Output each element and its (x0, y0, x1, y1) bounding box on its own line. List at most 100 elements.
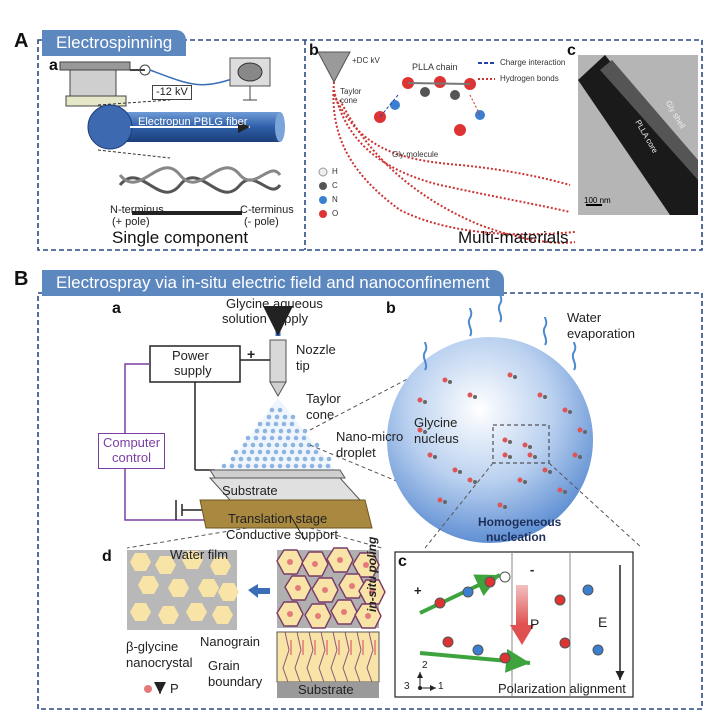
droplet-dot (269, 407, 275, 413)
molecule-atom (527, 452, 533, 458)
grain (130, 603, 151, 621)
droplet-dot (230, 456, 236, 462)
droplet-dot (274, 414, 280, 420)
polarization-box (394, 551, 634, 698)
panel-A-title: Electrospinning (42, 30, 187, 56)
droplet-dot (277, 435, 283, 441)
taylor-label2: cone (306, 407, 335, 422)
P-label: P (530, 616, 540, 632)
polar-atom (559, 637, 571, 649)
molecule-atom (473, 480, 477, 484)
grain (198, 579, 219, 597)
molecule-atom (563, 490, 567, 494)
water-film-label: Water film (170, 547, 229, 562)
droplet-dot (309, 463, 315, 469)
single-component-caption: Single component (112, 228, 249, 247)
polar-atom (442, 636, 454, 648)
c-terminus-label: C-terminus (240, 204, 294, 216)
nanograin-boundary (354, 631, 362, 683)
molecule-atom (533, 455, 537, 459)
molecule-atom (502, 437, 508, 443)
droplet-sphere (387, 337, 593, 543)
subpanel-Bd-letter: d (102, 548, 112, 565)
axis-1-label: 1 (438, 681, 444, 692)
molecule-atom (427, 452, 433, 458)
molecule-inset (374, 76, 485, 136)
n-pole-label: (+ pole) (112, 216, 150, 228)
droplet-dot (261, 463, 267, 469)
power-label1: Power (172, 348, 209, 363)
droplet-dot (266, 414, 272, 420)
droplet-dot (229, 463, 235, 469)
polar-atom (484, 576, 496, 588)
subpanel-Ac-letter: c (567, 42, 576, 59)
droplet-dot (314, 442, 320, 448)
atom-H: H (332, 167, 338, 176)
subpanel-Ab-letter: b (309, 42, 319, 59)
supply-line2: solution supply (222, 311, 308, 326)
water-label1: Water (567, 310, 602, 325)
nozzle-label2: tip (296, 358, 310, 373)
droplet-dot (306, 442, 312, 448)
plus-sign: + (247, 346, 256, 362)
stage-label: Translation stage (228, 511, 328, 526)
droplet-dot (257, 421, 263, 427)
electrospinning-apparatus (59, 57, 271, 107)
atom-O: O (332, 209, 339, 218)
taylor-label1: Taylor (306, 391, 341, 406)
grain (168, 579, 189, 597)
substrate-label-d: Substrate (298, 682, 354, 697)
droplet-dot (302, 456, 308, 462)
droplet-dot (254, 456, 260, 462)
subpanel-Bc-letter: c (398, 553, 407, 570)
molecule-atom (522, 442, 528, 448)
taylor-label: Taylor (340, 87, 362, 96)
nozzle-label1: Nozzle (296, 342, 336, 357)
molecule-atom (537, 392, 543, 398)
gly-molecule-label: Gly molecule (392, 150, 439, 159)
droplet-dot (246, 456, 252, 462)
droplet-dot (273, 449, 279, 455)
grain (186, 603, 207, 621)
nanograin-boundary (306, 631, 314, 683)
helix-molecules (118, 166, 282, 194)
axis-3-label: 3 (404, 681, 410, 692)
atom-C: C (332, 181, 338, 190)
molecule-atom (583, 430, 587, 434)
polar-atom (499, 571, 511, 583)
subpanel-Ba-letter: a (112, 300, 121, 317)
molecule-atom (433, 455, 437, 459)
droplet-dot (270, 428, 276, 434)
droplet-dot (249, 449, 255, 455)
molecule-atom (523, 480, 527, 484)
droplet-dot (286, 456, 292, 462)
nanograin-boundary (282, 631, 290, 683)
droplet-dot (282, 414, 288, 420)
tem-scale-label: 100 nm (584, 196, 611, 205)
n-terminus-label: N-terminus (110, 204, 164, 216)
droplet-dot (261, 435, 267, 441)
droplet-dot (290, 414, 296, 420)
glycine-molecules (417, 372, 587, 509)
droplet-dot (297, 449, 303, 455)
droplet-dot (262, 456, 268, 462)
spray-droplets (221, 407, 332, 469)
substrate-label-a: Substrate (222, 483, 278, 498)
droplet-dot (257, 449, 263, 455)
dc-voltage-label: +DC kV (352, 56, 380, 65)
molecule-atom (578, 455, 582, 459)
polarization-caption: Polarization alignment (498, 681, 626, 696)
molecule-atom (417, 427, 423, 433)
droplet-dot (285, 463, 291, 469)
grain-dipole (295, 585, 301, 591)
c-pole-label: (- pole) (244, 216, 279, 228)
droplet-dot (289, 449, 295, 455)
droplet-dot (278, 428, 284, 434)
droplet-dot (253, 463, 259, 469)
molecule-atom (467, 392, 473, 398)
molecule-atom (528, 445, 532, 449)
droplet-dot (318, 456, 324, 462)
panel-B-letter: B (14, 268, 29, 290)
subpanel-Bb-letter: b (386, 300, 396, 317)
droplet-dot (269, 463, 275, 469)
